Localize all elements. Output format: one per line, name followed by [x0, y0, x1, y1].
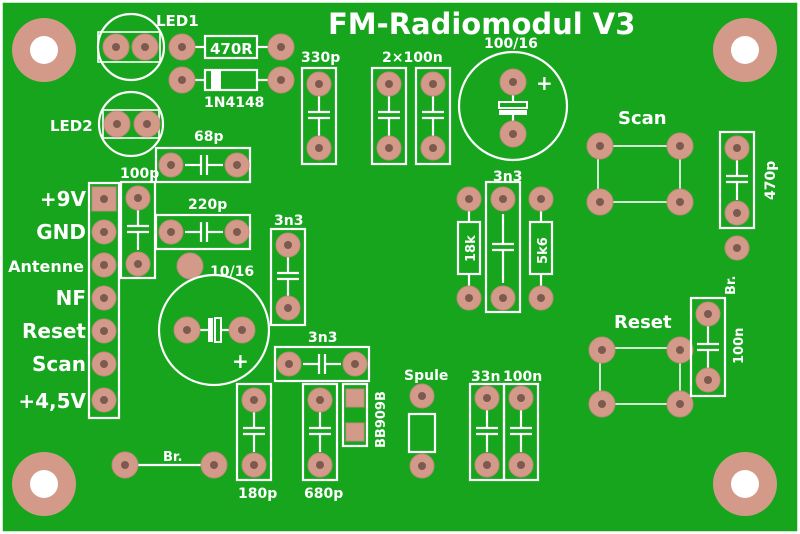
- capacitor-68p: [154, 146, 252, 184]
- label-680p: 680p: [304, 486, 343, 502]
- capacitor-33n: [468, 382, 506, 482]
- capacitor-3n3-bottom: [273, 345, 371, 383]
- label-reset: Reset: [614, 312, 672, 333]
- label-spule: Spule: [404, 368, 448, 384]
- label-led1: LED1: [156, 12, 199, 30]
- connector-label-reset: Reset: [22, 319, 86, 343]
- label-470r: 470R: [210, 40, 253, 58]
- mounting-hole-top-right: [713, 18, 777, 82]
- label-100p: 100p: [120, 166, 159, 182]
- label-33n: 33n: [471, 369, 500, 385]
- label-led2: LED2: [50, 117, 93, 135]
- led2: [97, 90, 165, 158]
- capacitor-100n-right: [689, 296, 727, 398]
- resistor-470r: [168, 33, 295, 61]
- label-100n-bottom: 100n: [503, 369, 542, 385]
- mounting-hole-bottom-right: [713, 452, 777, 516]
- capacitor-3n3-right: [484, 180, 522, 314]
- connector-label-gnd: GND: [36, 220, 86, 244]
- label-220p: 220p: [188, 197, 227, 213]
- connector-label-9v: +9V: [40, 187, 87, 211]
- label-330p: 330p: [301, 50, 340, 66]
- label-scan: Scan: [618, 108, 667, 129]
- label-5k6: 5k6: [536, 237, 551, 264]
- mounting-hole-top-left: [12, 18, 76, 82]
- led1: [96, 12, 166, 82]
- capacitor-680p: [301, 382, 339, 482]
- coil-spule: [407, 383, 437, 479]
- label-plus-100-16: +: [536, 71, 553, 95]
- label-3n3-right: 3n3: [493, 169, 522, 185]
- capacitor-470p: [718, 130, 756, 230]
- label-18k: 18k: [464, 235, 479, 262]
- varicap-bb909b: [341, 382, 369, 448]
- label-plus-10-16: +: [232, 349, 249, 373]
- resistor-5k6: [528, 186, 554, 311]
- label-2x100n: 2×100n: [382, 50, 443, 66]
- board-title: FM-Radiomodul V3: [328, 7, 635, 41]
- button-reset: [588, 336, 694, 418]
- mounting-hole-bottom-left: [12, 452, 76, 516]
- electrolytic-10-16: [157, 273, 271, 387]
- capacitor-100n-a: [370, 66, 408, 166]
- extra-pad: [176, 252, 204, 280]
- diode-1n4148: [168, 66, 295, 94]
- label-100-16: 100/16: [484, 36, 538, 52]
- label-10-16: 10/16: [210, 264, 254, 280]
- bridge-bottom: [111, 451, 228, 479]
- button-scan: [586, 132, 694, 216]
- label-1n4148: 1N4148: [204, 95, 264, 111]
- connector-label-antenne: Antenne: [8, 257, 84, 276]
- connector-label-4-5v: +4,5V: [18, 389, 86, 413]
- capacitor-100n-bottom: [502, 382, 540, 482]
- label-470p: 470p: [763, 161, 779, 200]
- label-100n-right: 100n: [732, 328, 747, 364]
- label-br-bottom: Br.: [163, 450, 182, 465]
- label-3n3-middle: 3n3: [274, 213, 303, 229]
- capacitor-3n3-middle: [269, 227, 307, 327]
- connector-strip: [87, 181, 121, 420]
- resistor-18k: [456, 186, 482, 311]
- label-68p: 68p: [194, 129, 224, 145]
- bridge-right: [724, 235, 750, 261]
- connector-label-scan: Scan: [32, 352, 86, 376]
- label-br-right: Br.: [724, 276, 739, 295]
- electrolytic-100-16: [457, 50, 569, 162]
- capacitor-220p: [154, 213, 252, 251]
- label-180p: 180p: [238, 486, 277, 502]
- label-3n3-bottom: 3n3: [308, 330, 337, 346]
- capacitor-180p: [235, 382, 273, 482]
- connector-label-nf: NF: [56, 286, 86, 310]
- label-bb909b: BB909B: [374, 391, 389, 448]
- capacitor-100n-b: [414, 66, 452, 166]
- capacitor-330p: [300, 66, 338, 166]
